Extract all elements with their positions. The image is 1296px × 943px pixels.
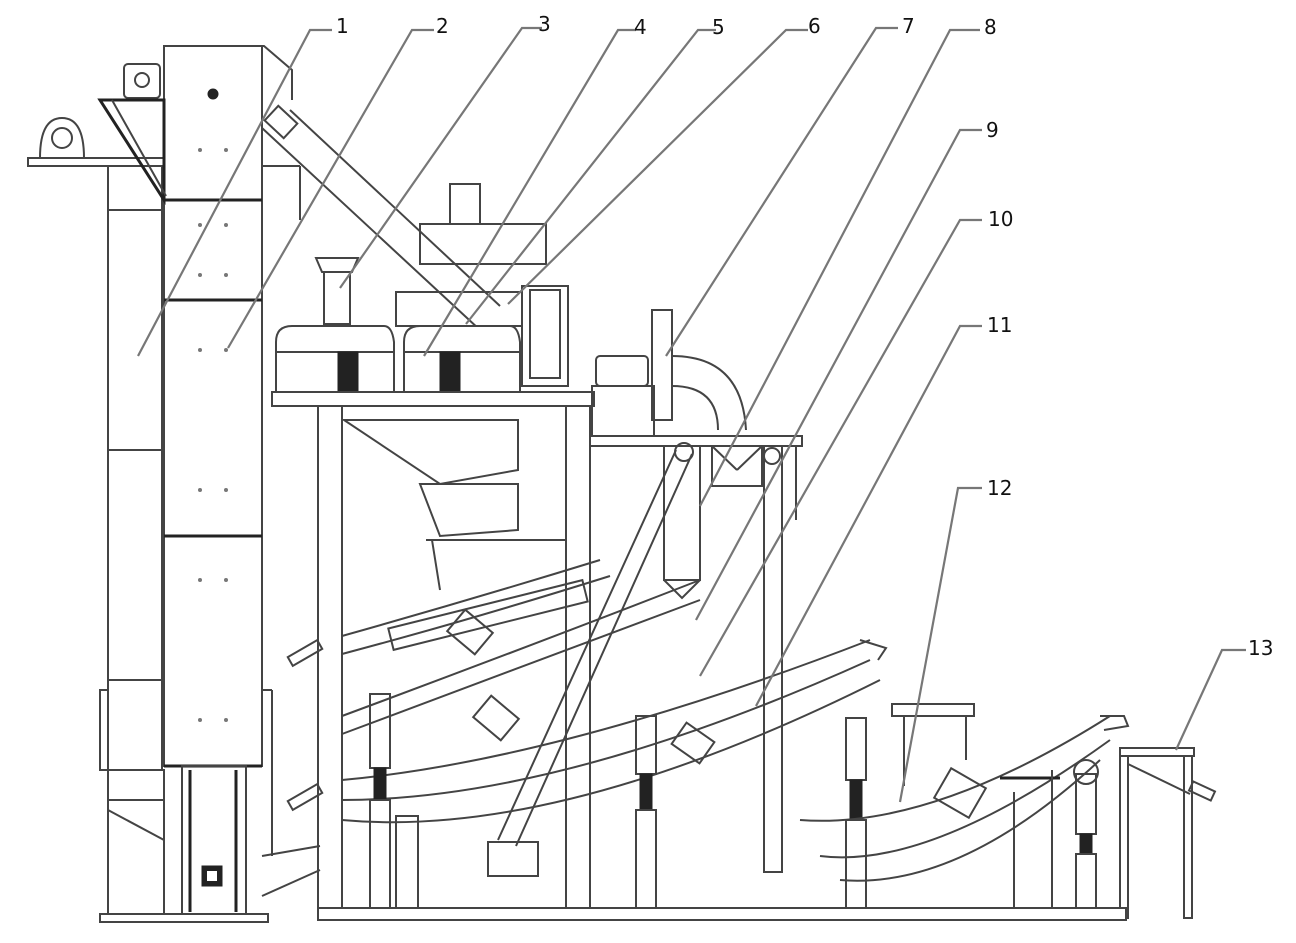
leader-13: [1175, 648, 1246, 751]
outlet-stand: [1119, 747, 1217, 919]
callout-11: 11: [987, 313, 1013, 337]
leader-9: [695, 128, 982, 621]
discharge-conveyor: [799, 703, 1130, 912]
leader-12: [898, 486, 982, 803]
leader-11: [755, 324, 982, 707]
callout-4: 4: [634, 15, 647, 39]
leader-lines: [137, 26, 1246, 803]
base-frame: [317, 907, 1127, 921]
leader-6: [507, 28, 808, 305]
fan-cyclone: [589, 309, 803, 873]
callout-7: 7: [902, 14, 915, 38]
leader-5: [465, 28, 716, 325]
callout-5: 5: [712, 15, 725, 39]
motor-housing: [38, 116, 86, 159]
callout-6: 6: [808, 14, 821, 38]
leader-1: [137, 28, 332, 357]
callout-8: 8: [984, 15, 997, 39]
callout-3: 3: [538, 12, 551, 36]
callout-1: 1: [336, 14, 349, 38]
inclined-chute: [261, 104, 501, 331]
leader-8: [699, 28, 980, 507]
callout-10: 10: [988, 207, 1014, 231]
leader-3: [339, 26, 542, 289]
callout-13: 13: [1248, 636, 1274, 660]
callout-9: 9: [986, 118, 999, 142]
callout-2: 2: [436, 14, 449, 38]
spring-supports: [369, 693, 1099, 913]
leader-4: [423, 28, 636, 357]
leader-7: [665, 26, 898, 357]
bucket-elevator: [27, 45, 321, 923]
leader-2: [227, 28, 434, 349]
inclined-conveyor: [487, 442, 694, 877]
motor-rotor-icon: [51, 127, 73, 149]
callout-12: 12: [987, 476, 1013, 500]
leader-10: [699, 218, 982, 677]
elevator-column: [163, 45, 263, 767]
